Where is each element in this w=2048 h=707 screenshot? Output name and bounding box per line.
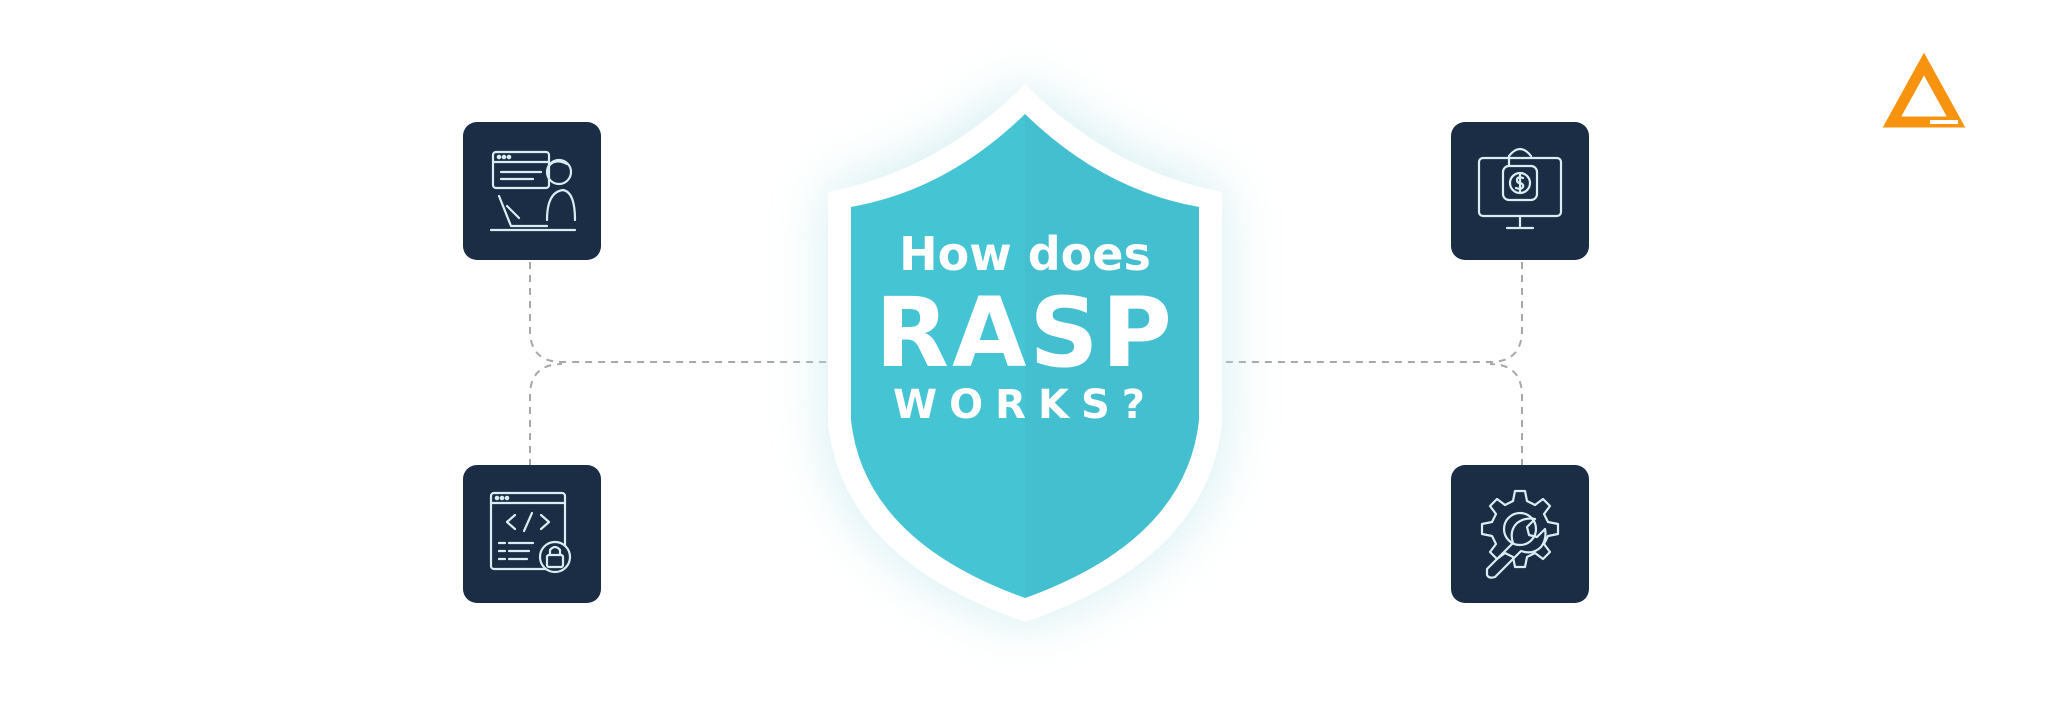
connector-right-bottom: [1489, 363, 1523, 466]
icon-tile: [1451, 465, 1589, 603]
triangle-logo-icon: [1882, 52, 1966, 128]
shield-shade: [1025, 114, 1199, 598]
connector-right-top: [1210, 262, 1523, 363]
shield-body: [851, 114, 1199, 598]
title-line-3: WORKS?: [893, 382, 1157, 428]
secure-code-window-icon: [463, 465, 601, 603]
developer-at-computer-icon: [463, 122, 601, 260]
connector-left-bottom: [529, 363, 563, 466]
connector-left-top: [529, 262, 840, 363]
wrench-gear-icon: [1451, 465, 1589, 603]
title-line-2: RASP: [875, 277, 1175, 389]
icon-tile: [463, 465, 601, 603]
title-line-1: How does: [899, 227, 1151, 281]
unlocked-payment-monitor-icon: [1451, 122, 1589, 260]
icon-tile: [463, 122, 601, 260]
connector-lines: [529, 262, 1523, 466]
